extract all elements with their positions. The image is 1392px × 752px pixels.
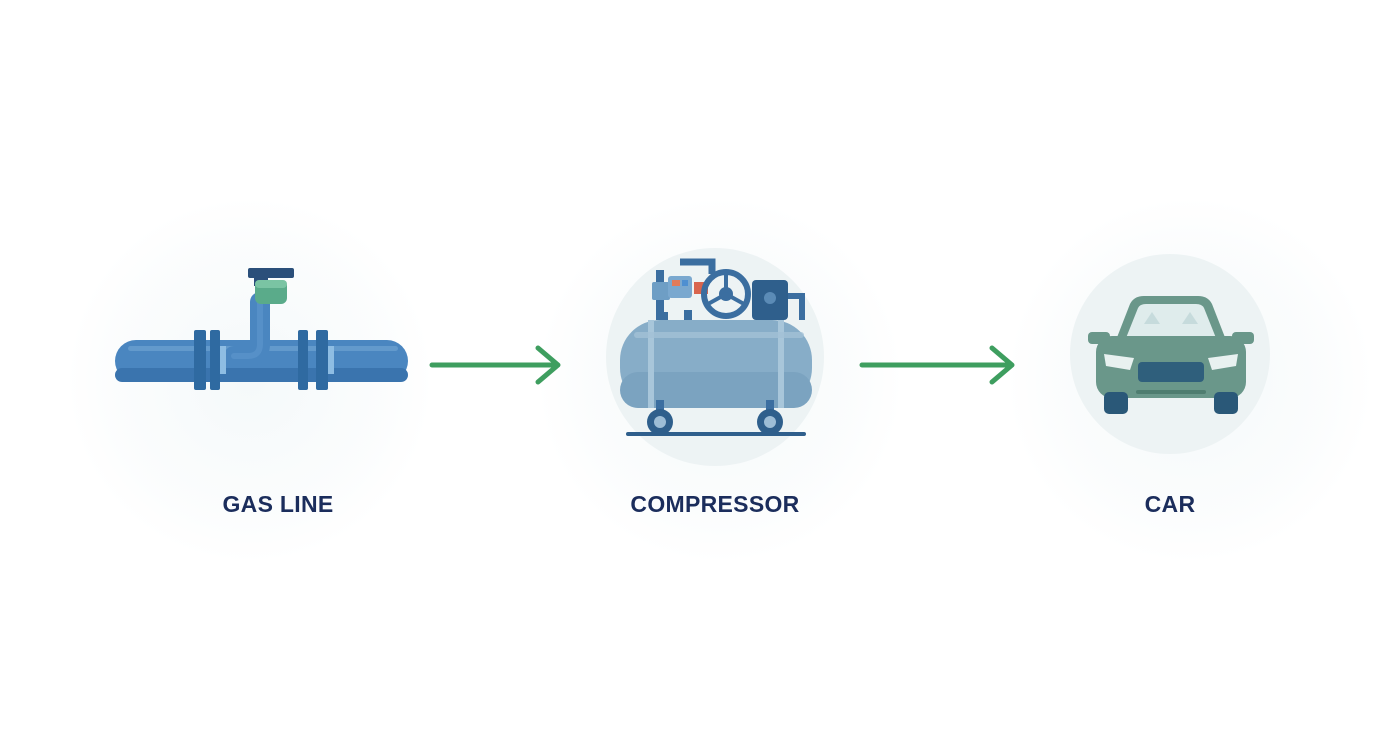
gas-line-label: GAS LINE (222, 491, 334, 517)
air-compressor-icon (620, 258, 812, 436)
car-label: CAR (1144, 491, 1196, 517)
car-icon (1088, 296, 1254, 414)
compressor-label: COMPRESSOR (630, 491, 800, 517)
flow-arrow-2 (859, 345, 1015, 385)
flow-arrow-1 (429, 345, 561, 385)
gas-pipe-icon (115, 268, 408, 390)
